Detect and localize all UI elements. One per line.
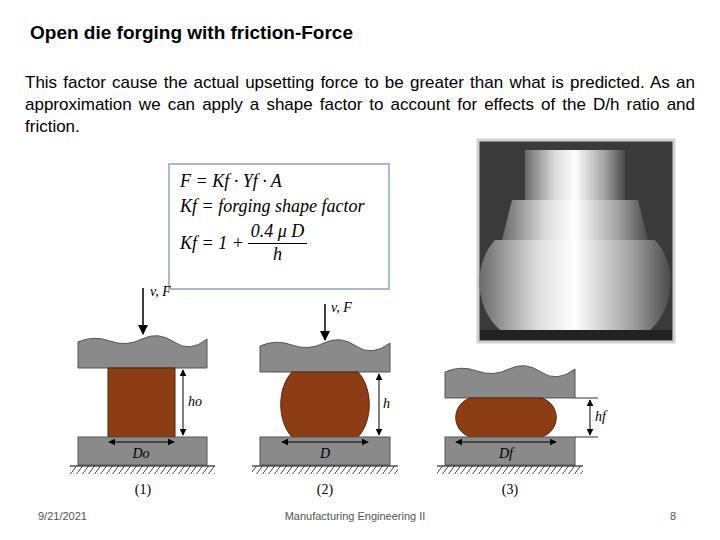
lower-die [445,437,575,465]
part-top [525,150,625,202]
dimension-label: ho [188,394,202,410]
stage-number: (1) [135,482,151,498]
ground-hatch [252,466,398,474]
height-dimension [183,370,184,435]
photo-frame [478,140,674,342]
fraction-numerator: 0.4 μ D [248,221,308,244]
ground-hatch [437,466,583,474]
diameter-dimension [282,442,368,443]
stage-number: (2) [317,482,333,498]
photo-shadow [480,330,672,340]
ground-hatch [70,466,215,474]
force-label: v, F [331,300,352,316]
upset-stage-2 [252,304,398,474]
extension-line [575,437,598,438]
ground-line [252,466,398,467]
dimension-label: D [320,446,330,462]
dimension-label: h [383,396,390,412]
dimension-label: hf [595,409,606,425]
upper-die [445,366,575,398]
height-dimension [590,400,591,435]
footer-course: Manufacturing Engineering II [285,510,426,522]
formula-line: F = Kf · Yf · A [180,171,364,192]
formula-box: F = Kf · Yf · A Kf = forging shape factor… [168,163,390,290]
workpiece [281,372,370,437]
dimension-label: Do [132,446,149,462]
force-label: v, F [150,284,171,300]
slide-title: Open die forging with friction-Force [30,22,353,44]
fraction-denominator: h [273,244,282,265]
formula-row: Kf = 1 +0.4 μ Dh [180,221,364,265]
diameter-dimension [109,442,174,443]
part-barrel [479,240,670,330]
force-arrow [142,288,144,334]
ground-line [437,466,583,467]
dimension-label: Df [499,446,513,462]
ground-line [70,466,215,467]
workpiece [456,398,557,437]
page-number: 8 [670,510,676,522]
forged-part-photo [478,140,674,342]
fraction: 0.4 μ Dh [248,221,308,265]
lower-die [260,437,390,465]
upset-stage-1 [70,288,215,474]
lower-die [78,437,207,465]
height-dimension [379,374,380,435]
diameter-dimension [456,442,556,443]
part-flange [502,200,648,240]
workpiece [108,368,175,437]
upset-stage-3 [437,366,598,474]
body-paragraph: This factor cause the actual upsetting f… [25,72,695,138]
force-arrow [324,304,326,340]
footer-date: 9/21/2021 [38,510,87,522]
formula-line: Kf = forging shape factor [180,196,364,217]
upper-die [260,340,390,372]
extension-line [575,398,598,399]
stage-number: (3) [502,482,518,498]
formula-line: Kf = 1 + [180,233,244,254]
formula-stack: F = Kf · Yf · A Kf = forging shape factor… [170,165,374,271]
upper-die [78,336,207,368]
